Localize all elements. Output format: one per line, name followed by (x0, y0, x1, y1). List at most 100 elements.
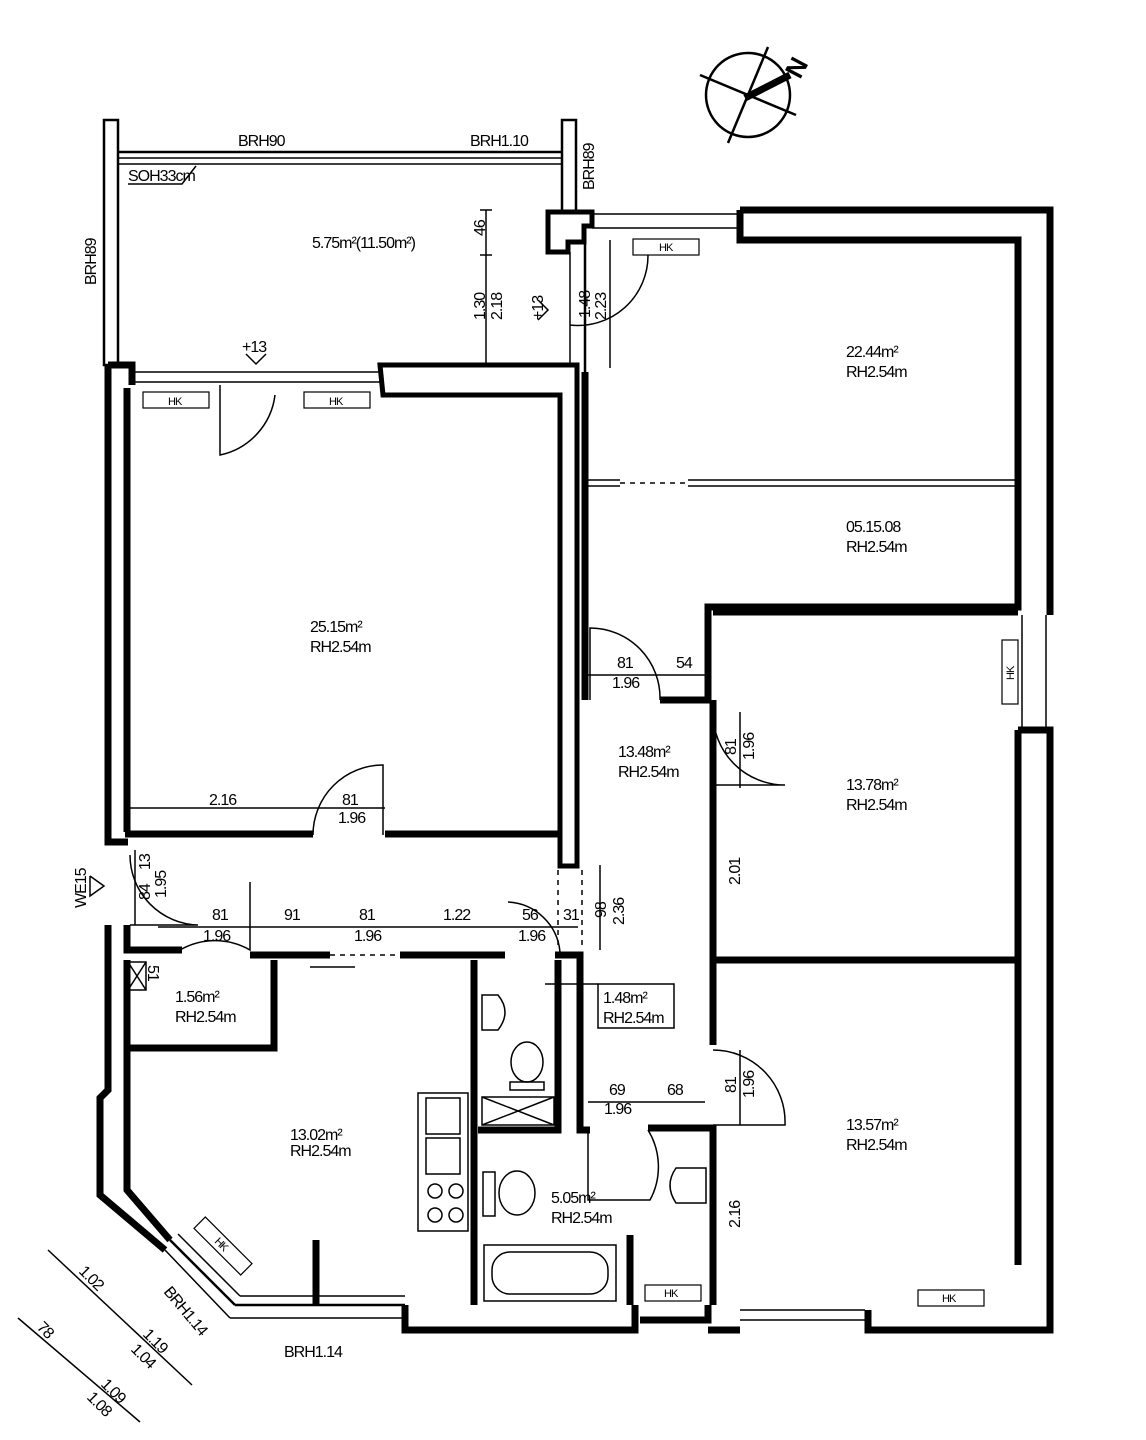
dim-text: 2.01 (727, 857, 744, 885)
fixtures (127, 961, 707, 1302)
step-marker (245, 353, 267, 366)
sink-icon (425, 1137, 461, 1175)
wall-bottom (401, 1305, 740, 1334)
wc-height: RH2.54m (603, 1010, 664, 1027)
door-balcony[interactable] (219, 385, 276, 456)
wall-bedroom-top (660, 206, 1054, 704)
dim-text: 1.95 (153, 870, 170, 898)
dim-text: 56 (522, 907, 539, 924)
heater-label: HK (1005, 665, 1017, 680)
dim-text: 81 (359, 907, 376, 924)
dim-text: 69 (609, 1082, 626, 1099)
dim-text: 1.96 (338, 810, 366, 827)
dim-text: 1.96 (741, 732, 758, 760)
dim-text: 54 (676, 655, 693, 672)
dim-text: 2.16 (727, 1200, 744, 1228)
wall-storage (123, 960, 278, 1243)
bedroom-top-height: RH2.54m (846, 364, 907, 381)
sink-drainer-icon (425, 1097, 461, 1135)
heater-icon (1001, 639, 1019, 705)
toilet-tank-icon (482, 1171, 496, 1217)
room-mid-area: 13.78m² (846, 777, 899, 794)
wall-partial (312, 1235, 634, 1305)
dim-sill: 1.30 (472, 292, 489, 320)
dim-text: 98 (593, 901, 610, 918)
toilet-icon (498, 1170, 536, 1216)
burner-icon (427, 1183, 443, 1199)
door-living[interactable] (312, 764, 384, 836)
door-bedroom-balcony[interactable] (569, 254, 649, 327)
burner-icon (448, 1183, 464, 1199)
dim-text: 1.02 (75, 1263, 107, 1295)
kitchen-height: RH2.54m (290, 1143, 351, 1160)
balcony-area: 5.75m²(11.50m²) (312, 235, 416, 252)
dim-text: 81 (617, 655, 634, 672)
room-bottom-area: 13.57m² (846, 1117, 899, 1134)
dim-text: 2.16 (209, 792, 237, 809)
washbasin-icon (481, 994, 506, 1031)
wc-label-box (597, 983, 675, 1029)
door-wc[interactable] (507, 901, 561, 953)
wall-bottom-right (864, 1270, 1054, 1334)
door-room-bottom[interactable] (712, 1049, 786, 1126)
shaft-cross-icon (481, 1096, 555, 1126)
dimensions: 81 1.96 54 81 1.96 2.01 2.16 81 1.96 WE1… (17, 240, 758, 1423)
meter-box-cross (127, 961, 147, 991)
dim-line-diagonal (47, 1249, 193, 1386)
brh-left: BRH89 (83, 237, 100, 285)
north-compass: N (699, 46, 814, 144)
dim-text: 1.96 (354, 928, 382, 945)
storage-height: RH2.54m (175, 1009, 236, 1026)
door-room-mid[interactable] (712, 712, 786, 786)
railing-height-right: BRH1.10 (470, 133, 529, 150)
window-diag (169, 1239, 236, 1306)
heater-icon (644, 1284, 702, 1302)
dim-text: 13 (137, 853, 154, 870)
step-marker (537, 299, 550, 321)
step-bedroom: +13 (530, 295, 547, 320)
toilet-icon (510, 1041, 544, 1083)
dim-46: 46 (472, 219, 489, 236)
railing-height-left: BRH90 (238, 133, 286, 150)
wall-outer-left (96, 925, 168, 1253)
door-bedroom[interactable] (589, 627, 661, 701)
wall-corner (108, 361, 136, 385)
dim-text: 2.36 (611, 897, 628, 925)
bath-area: 5.05m² (551, 1190, 596, 1207)
bedroom-top-area: 22.44m² (846, 344, 899, 361)
soh-leader (128, 165, 197, 185)
heater-label: HK (664, 1288, 679, 1300)
dim-text: 78 (33, 1319, 57, 1343)
bathtub-icon (483, 1244, 617, 1302)
bath-height: RH2.54m (551, 1210, 612, 1227)
heater-label: HK (168, 396, 183, 408)
heater-icon (193, 1216, 253, 1276)
room-mid-height: RH2.54m (846, 797, 907, 814)
door-storage[interactable] (179, 882, 251, 952)
shaft-icon (481, 1096, 555, 1126)
dim-text: 91 (284, 907, 301, 924)
door-entrance[interactable] (129, 854, 199, 926)
heater-label: HK (659, 242, 674, 254)
compass-circle (704, 51, 792, 139)
step-living: +13 (242, 339, 267, 356)
hall-height: RH2.54m (618, 764, 679, 781)
wall-room-mid (709, 785, 1018, 1045)
entry-label: WE15 (73, 867, 90, 908)
dim-text: 1.96 (203, 928, 231, 945)
wall-wc (470, 960, 562, 1305)
dim-text: 51 (144, 965, 161, 982)
burner-icon (448, 1207, 464, 1223)
doors (129, 254, 786, 1201)
dim-text: 1.96 (518, 928, 546, 945)
balcony-post-right (560, 118, 578, 214)
dim-height: 2.18 (489, 292, 506, 320)
door-bath[interactable] (587, 1129, 660, 1201)
dim-text: 1.22 (443, 907, 471, 924)
balcony: BRH90 BRH1.10 SOH33cm BRH89 BRH89 5.75m²… (83, 118, 598, 367)
storage-area: 1.56m² (175, 989, 220, 1006)
hall-area: 13.48m² (618, 744, 671, 761)
heater-icon (632, 238, 700, 256)
washbasin-icon (669, 1167, 707, 1204)
